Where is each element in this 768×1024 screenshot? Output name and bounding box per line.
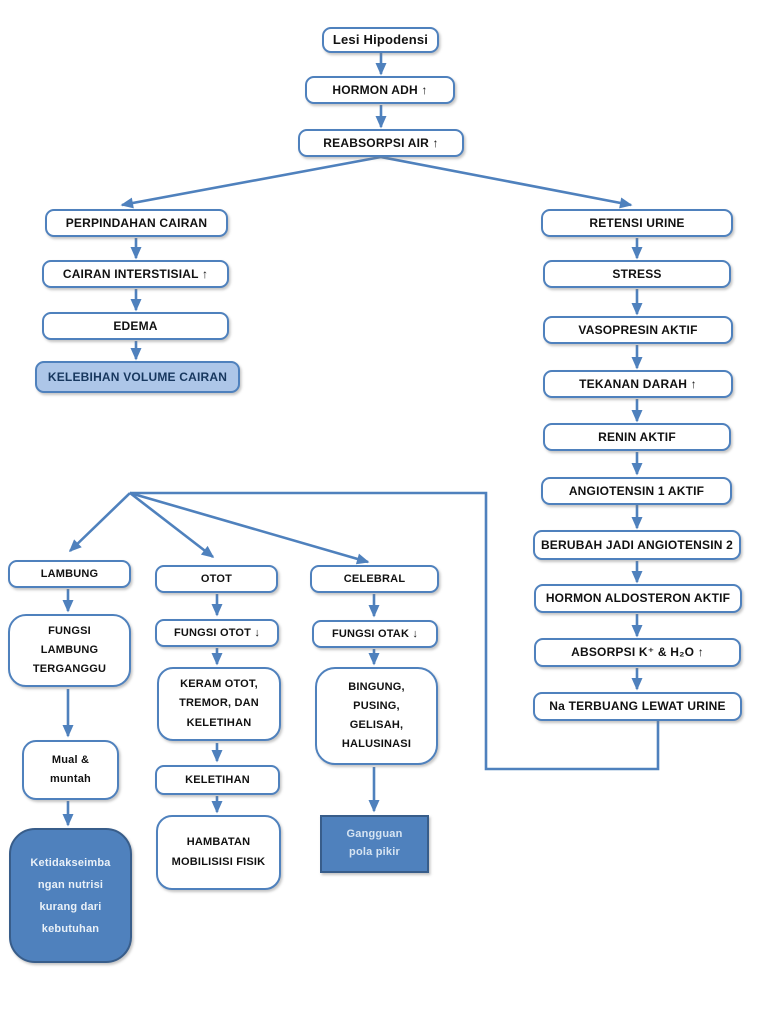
node-berubah-jadi-angiotensin-2: BERUBAH JADI ANGIOTENSIN 2 — [533, 530, 741, 560]
node-mual-muntah: Mual & muntah — [22, 740, 119, 800]
node-bingung-pusing-gelisah-halusinasi: BINGUNG, PUSING, GELISAH, HALUSINASI — [315, 667, 438, 765]
node-ketidakseimbangan-nutrisi: Ketidakseimba ngan nutrisi kurang dari k… — [9, 828, 132, 963]
node-celebral: CELEBRAL — [310, 565, 439, 593]
node-cairan-interstisial: CAIRAN INTERSTISIAL ↑ — [42, 260, 229, 288]
arrow-hub-to-otot — [129, 491, 215, 559]
node-fungsi-otak: FUNGSI OTAK ↓ — [312, 620, 438, 648]
node-hambatan-mobilisisi-fisik: HAMBATAN MOBILISISI FISIK — [156, 815, 281, 890]
node-keram-otot-tremor-keletihan: KERAM OTOT, TREMOR, DAN KELETIHAN — [157, 667, 281, 741]
node-keletihan: KELETIHAN — [155, 765, 280, 795]
node-fungsi-otot: FUNGSI OTOT ↓ — [155, 619, 279, 647]
arrow-hub-to-lambung — [68, 492, 131, 553]
node-lesi-hipodensi: Lesi Hipodensi — [322, 27, 439, 53]
arrows — [62, 53, 660, 827]
node-na-terbuang-lewat-urine: Na TERBUANG LEWAT URINE — [533, 692, 742, 721]
node-absorpsi-k-h2o: ABSORPSI K⁺ & H₂O ↑ — [534, 638, 741, 667]
node-renin-aktif: RENIN AKTIF — [543, 423, 731, 451]
node-otot: OTOT — [155, 565, 278, 593]
node-hormon-aldosteron-aktif: HORMON ALDOSTERON AKTIF — [534, 584, 742, 613]
node-fungsi-lambung-terganggu: FUNGSI LAMBUNG TERGANGGU — [8, 614, 131, 687]
node-hormon-adh: HORMON ADH ↑ — [305, 76, 455, 104]
node-kelebihan-volume-cairan: KELEBIHAN VOLUME CAIRAN — [35, 361, 240, 393]
feedback-line-na-to-hub — [130, 491, 660, 771]
node-tekanan-darah: TEKANAN DARAH ↑ — [543, 370, 733, 398]
node-stress: STRESS — [543, 260, 731, 288]
node-reabsorpsi-air: REABSORPSI AIR ↑ — [298, 129, 464, 157]
node-edema: EDEMA — [42, 312, 229, 340]
node-lambung: LAMBUNG — [8, 560, 131, 588]
node-retensi-urine: RETENSI URINE — [541, 209, 733, 237]
node-vasopresin-aktif: VASOPRESIN AKTIF — [543, 316, 733, 344]
node-angiotensin-1-aktif: ANGIOTENSIN 1 AKTIF — [541, 477, 732, 505]
node-perpindahan-cairan: PERPINDAHAN CAIRAN — [45, 209, 228, 237]
arrow-hub-to-celebral — [129, 491, 370, 565]
arrow-reabsorpsi-to-perpindahan — [120, 155, 382, 209]
arrow-reabsorpsi-to-retensi — [380, 155, 633, 209]
node-gangguan-pola-pikir: Gangguan pola pikir — [320, 815, 429, 873]
